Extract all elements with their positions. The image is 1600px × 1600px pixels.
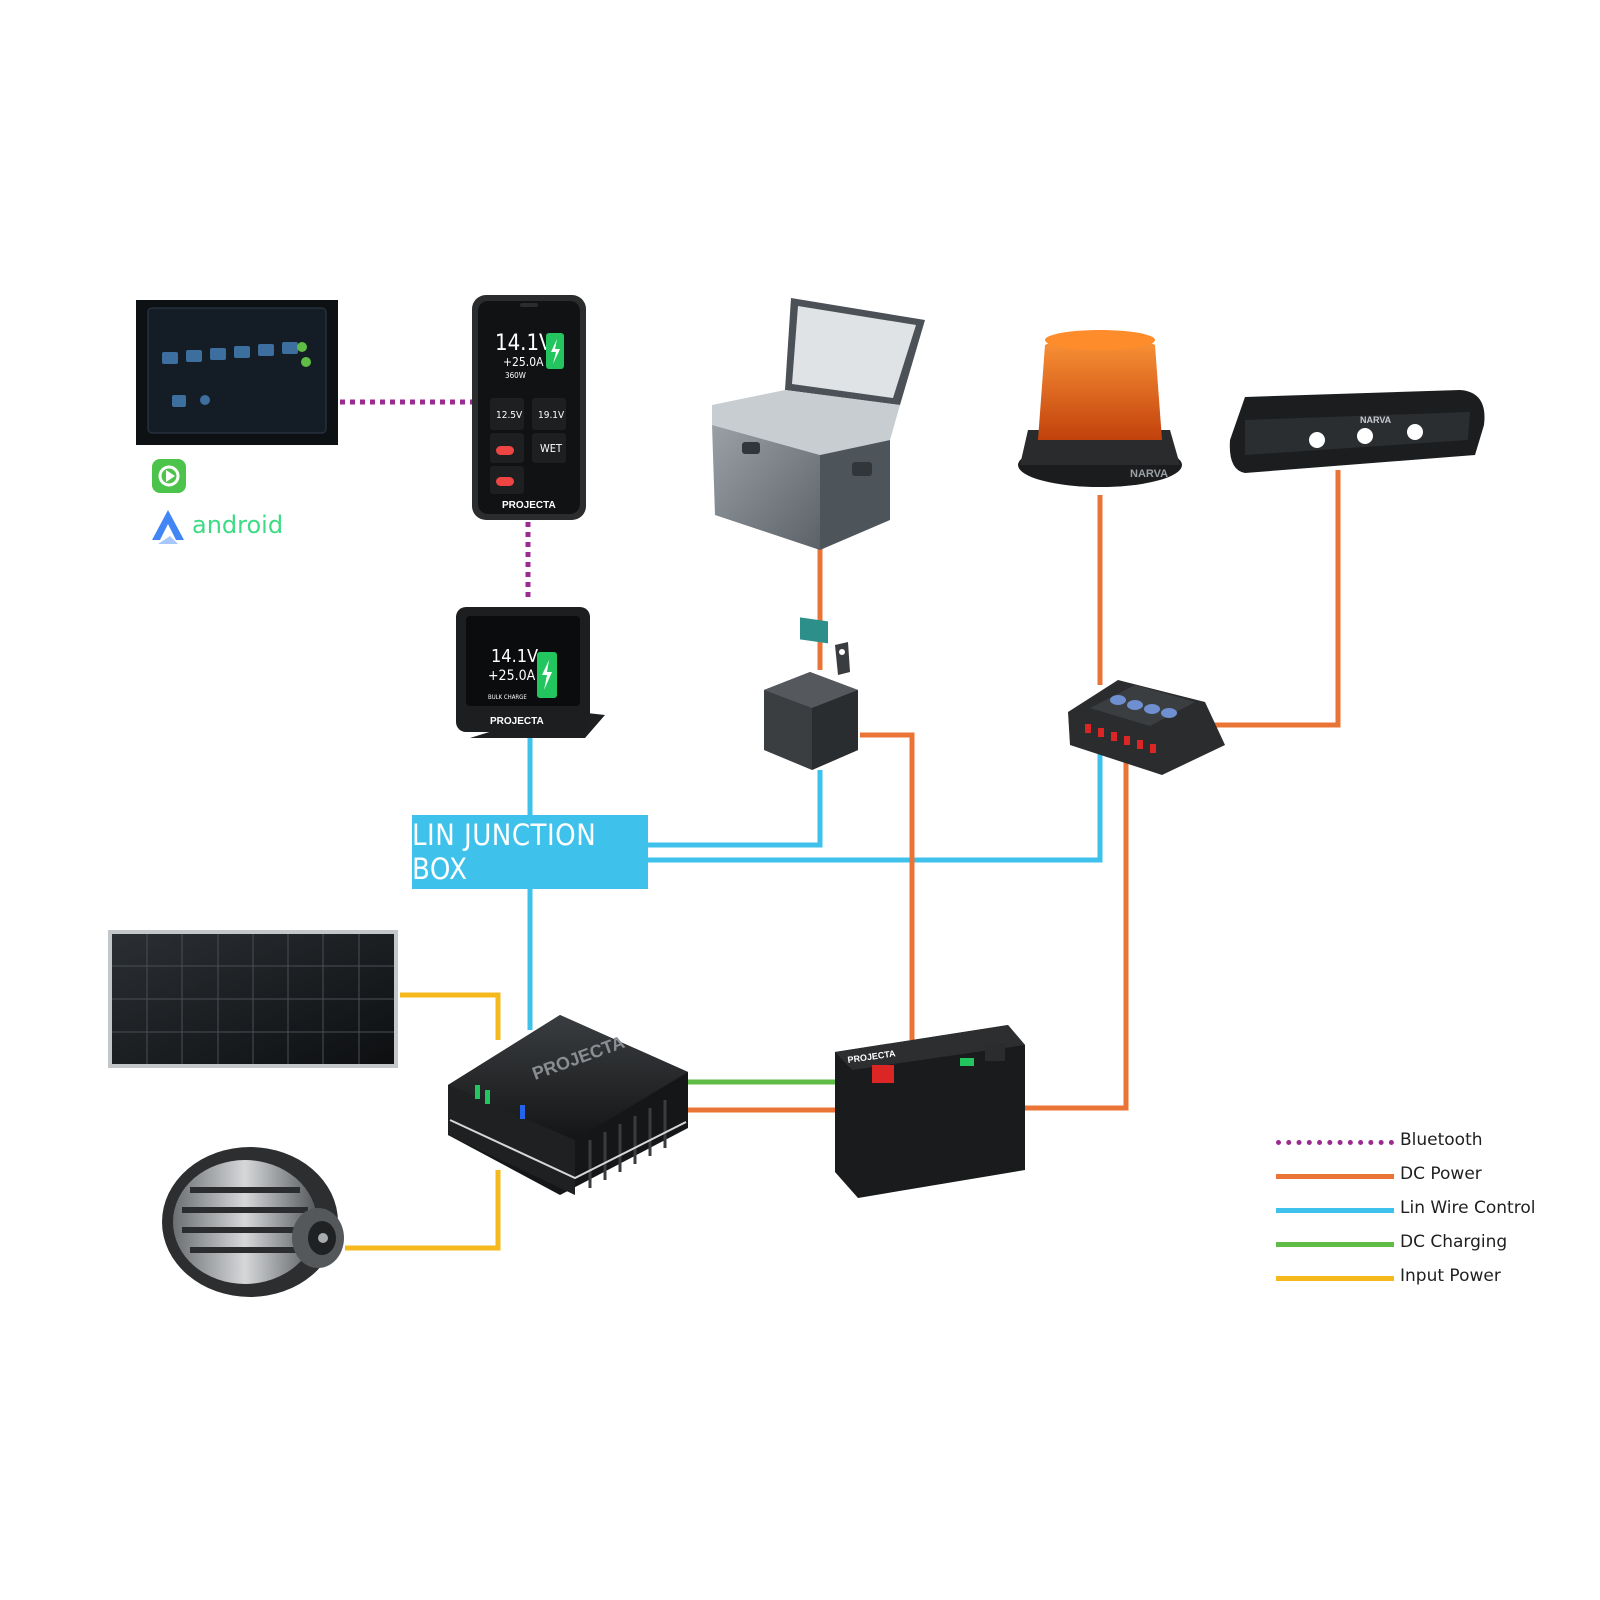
- legend-swatch-lin-wire-control: [1276, 1208, 1394, 1213]
- legend-row-dc-power: DC Power: [1276, 1162, 1576, 1196]
- legend-row-dc-charging: DC Charging: [1276, 1230, 1576, 1264]
- dc-line-switchpanel-battery: [1025, 760, 1129, 1111]
- display-voltage: 14.1V: [491, 646, 538, 667]
- legend-row-input-power: Input Power: [1276, 1264, 1576, 1298]
- legend-label-input-power: Input Power: [1400, 1266, 1501, 1286]
- phone-power: 360W: [505, 371, 526, 380]
- phone-power-toggle: [496, 477, 514, 486]
- switch-panel: [1068, 680, 1225, 775]
- head-unit-screen: [136, 300, 338, 445]
- lightbar-led-2: [1357, 428, 1373, 444]
- input-line-alternator-charger: [345, 1170, 501, 1251]
- dc-line-lightbar-switchpanel: [1205, 470, 1341, 728]
- lightbar-brand: NARVA: [1360, 415, 1392, 425]
- legend-swatch-bluetooth: [1276, 1140, 1394, 1145]
- lin-line-junction-switchpanel: [648, 750, 1103, 863]
- phone-wake-toggle: [496, 446, 514, 455]
- legend: Bluetooth DC Power Lin Wire Control DC C…: [1276, 1128, 1576, 1298]
- legend-swatch-dc-charging: [1276, 1242, 1394, 1247]
- dc-line-relay-battery: [860, 732, 915, 1040]
- display-unit: 14.1V +25.0A BULK CHARGE PROJECTA: [456, 607, 605, 738]
- display-status: BULK CHARGE: [488, 694, 527, 701]
- relay-unit: [764, 642, 858, 770]
- beacon-brand: NARVA: [1130, 468, 1168, 480]
- phone-tile-solar: 19.1V: [538, 410, 565, 421]
- dc-dc-charger: PROJECTA: [448, 1015, 688, 1195]
- display-brand: PROJECTA: [490, 716, 544, 727]
- legend-swatch-dc-power: [1276, 1174, 1394, 1179]
- solar-panel: [108, 930, 398, 1068]
- legend-row-bluetooth: Bluetooth: [1276, 1128, 1576, 1162]
- amber-beacon-light: NARVA: [1018, 330, 1182, 487]
- lightbar-led-1: [1309, 432, 1325, 448]
- legend-label-bluetooth: Bluetooth: [1400, 1130, 1483, 1150]
- connection-lines: [340, 399, 1341, 1251]
- alternator: [162, 1147, 344, 1297]
- legend-swatch-input-power: [1276, 1276, 1394, 1281]
- led-light-bar: NARVA: [1229, 390, 1485, 473]
- apple-carplay-icon: [152, 459, 186, 493]
- legend-row-lin-wire-control: Lin Wire Control: [1276, 1196, 1576, 1230]
- display-current: +25.0A: [488, 668, 536, 684]
- smartphone: 14.1V +25.0A 360W 12.5V 19.1V WET PROJEC…: [472, 295, 586, 520]
- phone-current: +25.0A: [503, 355, 544, 369]
- android-label: android: [192, 511, 283, 539]
- lin-junction-box-label: LIN JUNCTION BOX: [412, 815, 648, 889]
- phone-tile-start-battery: 12.5V: [496, 410, 523, 421]
- android-auto-icon: [152, 510, 184, 544]
- legend-label-dc-charging: DC Charging: [1400, 1232, 1508, 1252]
- legend-label-dc-power: DC Power: [1400, 1164, 1482, 1184]
- portable-fridge: [712, 298, 925, 644]
- lin-line-junction-relay: [648, 770, 823, 848]
- lithium-battery: PROJECTA: [835, 1025, 1025, 1198]
- phone-brand: PROJECTA: [502, 500, 556, 511]
- input-line-solar-charger: [400, 992, 501, 1040]
- phone-voltage: 14.1V: [495, 331, 553, 356]
- phone-tile-battery-type: WET: [540, 442, 563, 455]
- legend-label-lin-wire-control: Lin Wire Control: [1400, 1198, 1536, 1218]
- lightbar-led-3: [1407, 424, 1423, 440]
